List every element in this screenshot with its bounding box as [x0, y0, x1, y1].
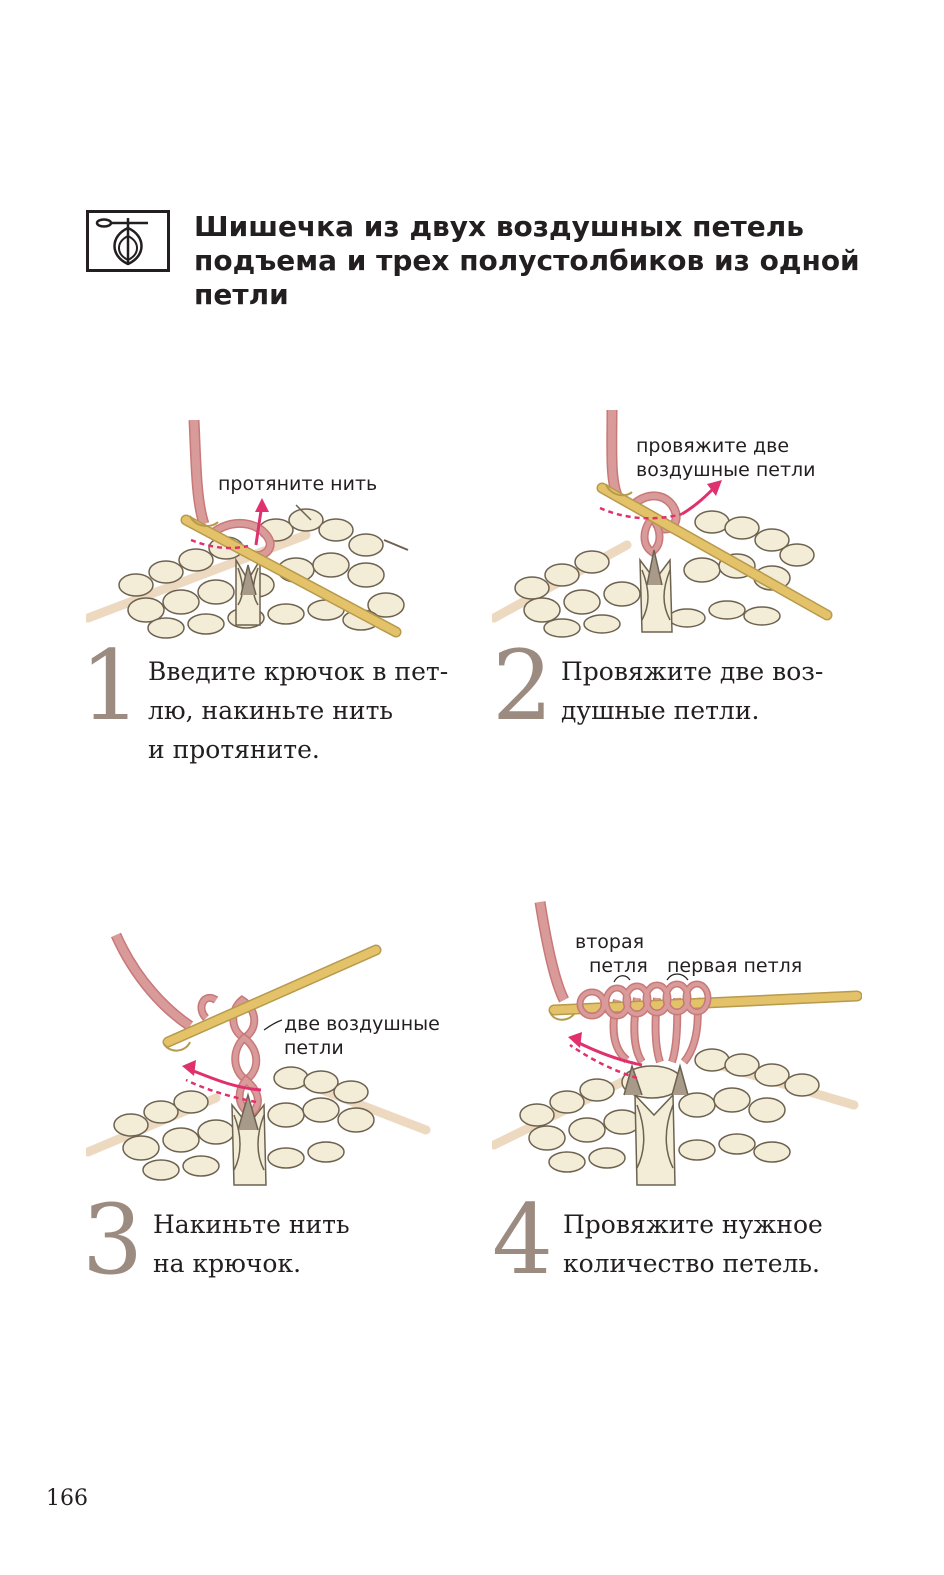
- step-3-callout-line-1: две воздушные: [284, 1013, 440, 1035]
- title-line-3: петли: [194, 278, 289, 311]
- step-2-callout-line-2: воздушные петли: [636, 459, 816, 481]
- step-4-text-line-2: количество петель.: [563, 1249, 820, 1278]
- step-3-callout-line-2: петли: [284, 1037, 344, 1059]
- step-2-text: Провяжите две воз- душные петли.: [561, 652, 823, 730]
- step-2-text-line-2: душные петли.: [561, 696, 760, 725]
- step-2-callout: провяжите две воздушные петли: [636, 434, 816, 482]
- page-title: Шишечка из двух воздушных петель подъема…: [194, 210, 894, 312]
- step-4-callout-line-1: вторая: [575, 931, 645, 953]
- title-line-1: Шишечка из двух воздушных петель: [194, 210, 804, 243]
- step-1-text-line-3: и протяните.: [148, 735, 320, 764]
- step-1-text-line-2: лю, накиньте нить: [148, 696, 394, 725]
- step-2-illustration: [492, 410, 837, 640]
- step-4-text: Провяжите нужное количество петель.: [563, 1205, 823, 1283]
- step-2-number: 2: [492, 630, 554, 742]
- step-4-illustration: [492, 900, 862, 1195]
- title-line-2: подъема и трех полустолбиков из одной: [194, 244, 860, 277]
- step-3-callout: две воздушные петли: [284, 1012, 440, 1060]
- step-1-text-line-1: Введите крючок в пет-: [148, 657, 449, 686]
- step-4-number: 4: [492, 1184, 554, 1296]
- step-1-illustration: [86, 420, 416, 640]
- step-1-number: 1: [80, 630, 142, 742]
- step-3-text-line-1: Накиньте нить: [153, 1210, 350, 1239]
- step-4-callout-line-2: петля: [589, 955, 648, 977]
- page-number: 166: [46, 1486, 88, 1511]
- step-3-text-line-2: на крючок.: [153, 1249, 302, 1278]
- step-4-callout-second-loop: вторая петля: [575, 930, 648, 978]
- step-1-callout: протяните нить: [218, 473, 378, 495]
- step-3-text: Накиньте нить на крючок.: [153, 1205, 350, 1283]
- step-4-callout-first-loop: первая петля: [667, 955, 803, 977]
- step-3-illustration: [86, 930, 431, 1195]
- step-3-number: 3: [82, 1184, 144, 1296]
- puff-stitch-symbol-icon: [86, 210, 170, 272]
- step-2-text-line-1: Провяжите две воз-: [561, 657, 824, 686]
- step-4-text-line-1: Провяжите нужное: [563, 1210, 823, 1239]
- step-2-callout-line-1: провяжите две: [636, 435, 790, 457]
- step-1-text: Введите крючок в пет- лю, накиньте нить …: [148, 652, 448, 769]
